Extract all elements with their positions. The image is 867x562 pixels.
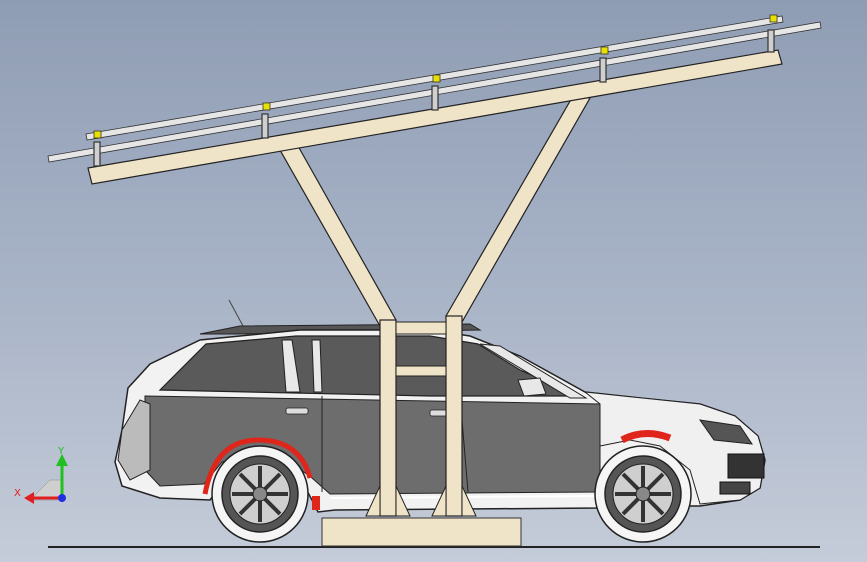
x-axis-label: X <box>14 488 21 499</box>
main-roof-beam <box>87 49 783 185</box>
rail-brackets <box>93 29 775 167</box>
left-base-gusset-2 <box>395 485 411 517</box>
b-pillar <box>281 339 301 393</box>
front-fascia <box>583 391 766 505</box>
y-axis-arrowhead <box>56 454 68 466</box>
headlight <box>698 419 754 445</box>
carport-structure[interactable] <box>47 14 822 517</box>
door-handle-rear <box>285 407 309 415</box>
foundation-pad <box>321 517 522 547</box>
right-diagonal-strut <box>445 95 591 323</box>
left-diagonal-strut <box>279 145 397 327</box>
right-base-gusset <box>431 485 447 517</box>
rear-wheel-arch-red <box>202 437 313 495</box>
x-axis-arrowhead <box>24 492 34 504</box>
cross-brace-top <box>395 321 447 335</box>
front-wheel <box>594 445 692 543</box>
rear-wheel <box>211 445 309 543</box>
front-grille <box>727 453 765 479</box>
lower-grille <box>719 481 751 495</box>
cross-brace-mid <box>395 365 447 377</box>
module-clamps <box>93 14 778 139</box>
car-windows <box>158 335 581 397</box>
car-model[interactable] <box>114 299 766 543</box>
car-antenna <box>228 299 244 327</box>
rear-tail <box>117 399 151 481</box>
right-base-gusset-2 <box>461 485 477 517</box>
front-side-marker-red <box>620 430 672 444</box>
z-axis-dot <box>58 494 66 502</box>
rear-mud-red <box>312 496 320 510</box>
right-vertical-post <box>445 315 463 517</box>
c-pillar <box>311 339 323 393</box>
left-base-gusset <box>365 485 381 517</box>
left-vertical-post <box>379 319 397 517</box>
y-axis-label: Y <box>57 446 65 457</box>
side-mirror <box>517 377 547 397</box>
axis-triad: X Y <box>14 446 68 504</box>
